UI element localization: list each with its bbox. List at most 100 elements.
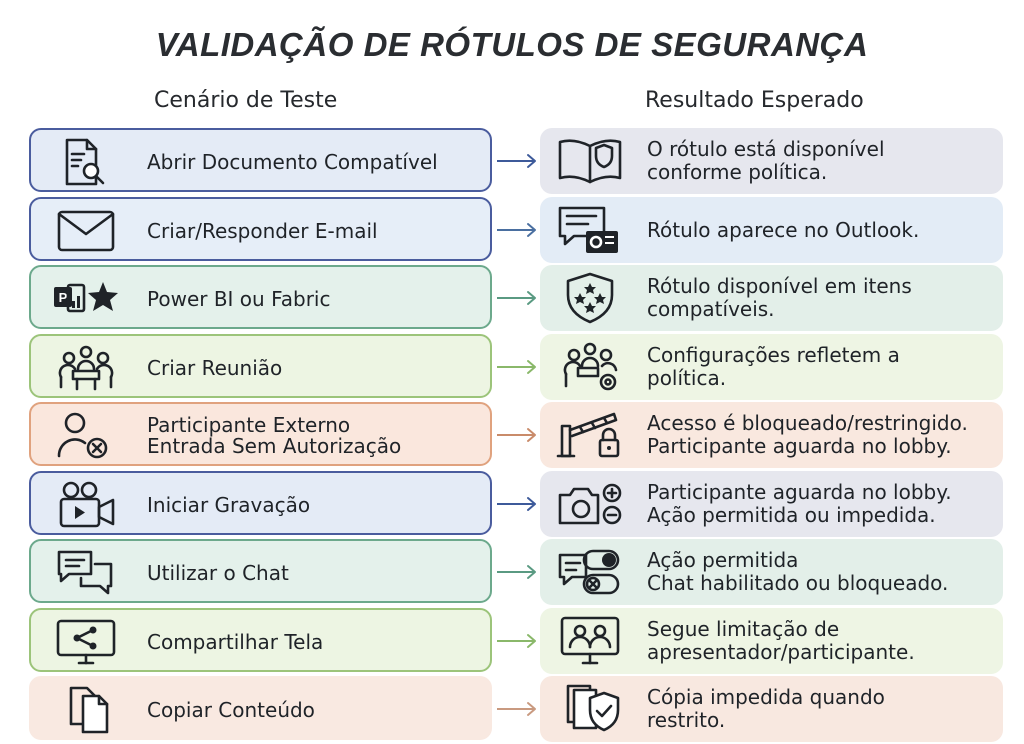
arrow-right-icon xyxy=(495,494,539,514)
result-box: Acesso é bloqueado/restringido.Participa… xyxy=(540,402,1003,468)
shield-stars-icon xyxy=(554,271,626,325)
camera-plus-minus-icon xyxy=(554,477,626,531)
scenario-line: Iniciar Gravação xyxy=(147,492,311,517)
meeting-icon xyxy=(51,343,121,393)
presenter-screen-icon xyxy=(554,614,626,668)
barrier-lock-icon xyxy=(554,408,626,462)
scenario-line: Criar/Responder E-mail xyxy=(147,218,378,243)
scenario-text: Criar/Responder E-mail xyxy=(147,199,480,263)
scenario-line: Criar Reunião xyxy=(147,355,283,380)
scenario-text: Copiar Conteúdo xyxy=(147,678,480,742)
scenario-line: Copiar Conteúdo xyxy=(147,697,315,722)
scenario-line: Participante Externo xyxy=(147,413,351,437)
arrow-right-icon xyxy=(495,631,539,651)
scenario-box: Abrir Documento Compatível xyxy=(29,128,492,192)
result-line: Segue limitação de xyxy=(647,617,840,641)
result-box: Rótulo aparece no Outlook. xyxy=(540,197,1003,263)
result-text: Participante aguarda no lobby.Ação permi… xyxy=(647,471,1003,537)
result-line: restrito. xyxy=(647,708,726,732)
scenario-text: Iniciar Gravação xyxy=(147,473,480,537)
scenario-text: Abrir Documento Compatível xyxy=(147,130,480,194)
envelope-icon xyxy=(51,206,121,256)
meeting-settings-icon xyxy=(554,340,626,394)
result-line: Cópia impedida quando xyxy=(647,685,885,709)
scenario-text: Compartilhar Tela xyxy=(147,610,480,674)
svg-text:P: P xyxy=(59,290,68,305)
scenario-box: Criar Reunião xyxy=(29,334,492,398)
chat-bubbles-icon xyxy=(51,548,121,598)
test-row: Iniciar Gravação Participante aguarda no… xyxy=(0,471,1024,537)
copy-documents-icon xyxy=(51,685,121,735)
arrow-right-icon xyxy=(495,699,539,719)
result-line: compatíveis. xyxy=(647,297,775,321)
result-text: Rótulo aparece no Outlook. xyxy=(647,197,1003,263)
screen-share-icon xyxy=(51,617,121,667)
result-line: Chat habilitado ou bloqueado. xyxy=(647,571,949,595)
scenario-text: Power BI ou Fabric xyxy=(147,267,480,331)
scenario-line: Power BI ou Fabric xyxy=(147,286,331,311)
documents-shield-icon xyxy=(554,682,626,736)
scenario-text: Utilizar o Chat xyxy=(147,541,480,605)
scenario-line: Compartilhar Tela xyxy=(147,629,324,654)
result-line: conforme política. xyxy=(647,160,828,184)
arrow-right-icon xyxy=(495,151,539,171)
result-line: Ação permitida ou impedida. xyxy=(647,503,936,527)
result-line: apresentador/participante. xyxy=(647,640,915,664)
scenario-box: Copiar Conteúdo xyxy=(29,676,492,740)
scenario-text: Criar Reunião xyxy=(147,336,480,400)
powerbi-fabric-icon: P xyxy=(51,274,121,324)
result-text: Acesso é bloqueado/restringido.Participa… xyxy=(647,402,1003,468)
scenario-column-header: Cenário de Teste xyxy=(154,88,338,113)
result-line: Participante aguarda no lobby. xyxy=(647,434,952,458)
result-line: política. xyxy=(647,366,727,390)
chat-toggle-icon xyxy=(554,545,626,599)
outlook-message-icon xyxy=(554,203,626,257)
arrow-right-icon xyxy=(495,562,539,582)
scenario-box: Utilizar o Chat xyxy=(29,539,492,603)
arrow-right-icon xyxy=(495,425,539,445)
test-row: P Power BI ou Fabric Rótulo disponível e… xyxy=(0,265,1024,331)
test-row: Abrir Documento Compatível O rótulo está… xyxy=(0,128,1024,194)
arrow-right-icon xyxy=(495,288,539,308)
user-blocked-icon xyxy=(51,411,121,461)
video-camera-icon xyxy=(51,480,121,530)
scenario-box: Iniciar Gravação xyxy=(29,471,492,535)
scenario-line: Utilizar o Chat xyxy=(147,560,289,585)
result-box: Participante aguarda no lobby.Ação permi… xyxy=(540,471,1003,537)
scenario-line: Abrir Documento Compatível xyxy=(147,149,438,174)
result-line: Participante aguarda no lobby. xyxy=(647,480,952,504)
arrow-right-icon xyxy=(495,357,539,377)
result-line: Rótulo disponível em itens xyxy=(647,274,912,298)
book-shield-icon xyxy=(554,134,626,188)
scenario-line: Entrada Sem Autorização xyxy=(147,434,402,458)
page-title: VALIDAÇÃO DE RÓTULOS DE SEGURANÇA xyxy=(155,26,869,63)
scenario-box: Criar/Responder E-mail xyxy=(29,197,492,261)
result-line: O rótulo está disponível xyxy=(647,137,885,161)
document-search-icon xyxy=(51,137,121,187)
result-line: Ação permitida xyxy=(647,548,799,572)
scenario-box: P Power BI ou Fabric xyxy=(29,265,492,329)
arrow-right-icon xyxy=(495,220,539,240)
result-column-header: Resultado Esperado xyxy=(645,88,864,113)
result-line: Rótulo aparece no Outlook. xyxy=(647,217,920,242)
scenario-box: Compartilhar Tela xyxy=(29,608,492,672)
result-line: Acesso é bloqueado/restringido. xyxy=(647,411,968,435)
